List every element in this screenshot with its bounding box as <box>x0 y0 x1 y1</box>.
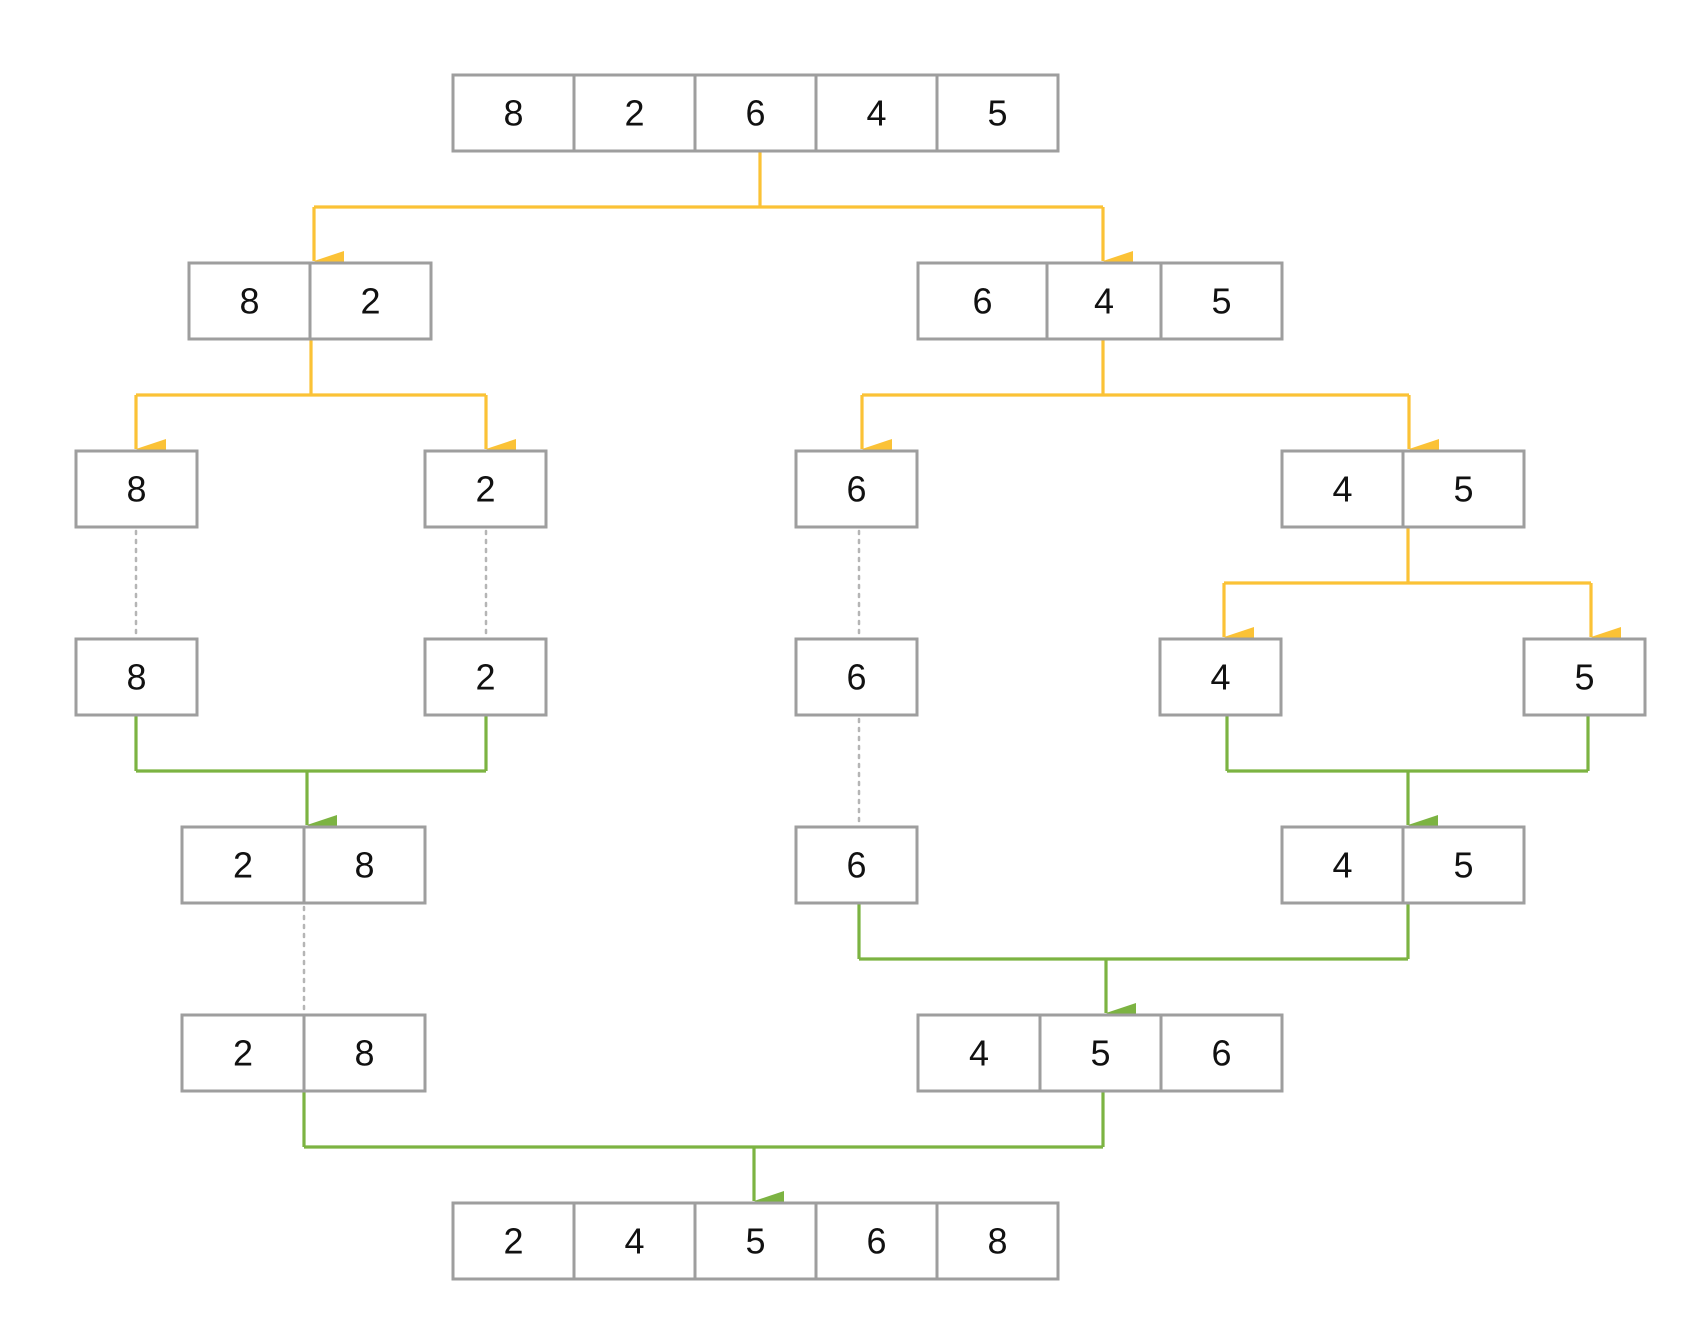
cell-value: 4 <box>969 1033 989 1074</box>
array-lr: 2 <box>423 449 548 529</box>
cell-value: 2 <box>233 1033 253 1074</box>
array-cell <box>1158 637 1283 717</box>
cell-value: 5 <box>1453 845 1473 886</box>
cell-value: 6 <box>846 469 866 510</box>
split-left-trunk <box>136 339 486 397</box>
array-cell <box>1280 449 1405 529</box>
array-root: 8 2 6 4 5 <box>451 73 1060 153</box>
array-cell <box>74 449 199 529</box>
merge-arrows <box>134 715 1590 1211</box>
array-cell <box>1045 261 1163 341</box>
cell-value: 4 <box>624 1221 644 1262</box>
array-rrr: 5 <box>1522 637 1647 717</box>
array-cell <box>423 637 548 717</box>
cell-value: 5 <box>987 93 1007 134</box>
array-ll: 8 <box>74 449 199 529</box>
array-r: 6 4 5 <box>916 261 1284 341</box>
array-ll-single: 8 <box>74 637 199 717</box>
array-cell <box>1159 261 1284 341</box>
cell-value: 5 <box>1211 281 1231 322</box>
array-cell <box>916 1013 1042 1093</box>
array-cell <box>302 1013 427 1093</box>
array-cell <box>693 1201 818 1281</box>
array-cell <box>794 449 919 529</box>
cell-value: 4 <box>1332 845 1352 886</box>
array-r-merged: 4 5 6 <box>916 1013 1284 1093</box>
cell-value: 2 <box>624 93 644 134</box>
cell-value: 5 <box>1090 1033 1110 1074</box>
cell-value: 2 <box>475 657 495 698</box>
array-rrl: 4 <box>1158 637 1283 717</box>
cell-value: 8 <box>126 469 146 510</box>
split-right-right-trunk <box>1224 527 1591 585</box>
cell-value: 2 <box>503 1221 523 1262</box>
array-cell <box>814 1201 939 1281</box>
cell-value: 2 <box>360 281 380 322</box>
cell-value: 8 <box>354 845 374 886</box>
merge-right-right-trunk <box>1225 715 1590 773</box>
array-cell <box>572 1201 697 1281</box>
array-cell <box>451 73 576 153</box>
cell-value: 4 <box>1094 281 1114 322</box>
cell-value: 6 <box>846 657 866 698</box>
cell-value: 5 <box>1453 469 1473 510</box>
cell-value: 6 <box>745 93 765 134</box>
array-cell <box>794 637 919 717</box>
array-result: 2 4 5 6 8 <box>451 1201 1060 1281</box>
array-lr-single: 2 <box>423 637 548 717</box>
array-rl-single: 6 <box>794 637 919 717</box>
array-cell <box>935 1201 1060 1281</box>
cell-value: 5 <box>745 1221 765 1262</box>
cell-value: 6 <box>972 281 992 322</box>
carry-lines <box>134 529 861 1013</box>
array-rl-carry: 6 <box>794 825 919 905</box>
cell-value: 6 <box>1211 1033 1231 1074</box>
array-cell <box>74 637 199 717</box>
array-cell <box>1159 1013 1284 1093</box>
split-arrows <box>134 151 1621 647</box>
array-cell <box>1280 825 1405 905</box>
merge-final-trunk <box>302 1091 1105 1149</box>
cell-value: 8 <box>354 1033 374 1074</box>
merge-right-trunk <box>857 903 1410 961</box>
cell-value: 8 <box>503 93 523 134</box>
array-cell <box>1401 825 1526 905</box>
cell-value: 8 <box>987 1221 1007 1262</box>
array-cell <box>935 73 1060 153</box>
cell-value: 8 <box>126 657 146 698</box>
array-cell <box>423 449 548 529</box>
cell-value: 8 <box>239 281 259 322</box>
array-cell <box>180 825 306 905</box>
array-cell <box>308 261 433 341</box>
cell-value: 2 <box>475 469 495 510</box>
array-cell <box>302 825 427 905</box>
cell-value: 4 <box>866 93 886 134</box>
array-cell <box>794 825 919 905</box>
cell-value: 4 <box>1332 469 1352 510</box>
array-cell <box>1522 637 1647 717</box>
array-cell <box>180 1013 306 1093</box>
merge-left-trunk <box>134 715 488 773</box>
cell-value: 2 <box>233 845 253 886</box>
cell-value: 6 <box>866 1221 886 1262</box>
cell-value: 6 <box>846 845 866 886</box>
split-root-trunk <box>314 151 1103 209</box>
array-cell <box>1401 449 1526 529</box>
split-right-trunk <box>862 339 1409 397</box>
array-cell <box>693 73 818 153</box>
cell-value: 4 <box>1210 657 1230 698</box>
cell-value: 5 <box>1574 657 1594 698</box>
array-rl: 6 <box>794 449 919 529</box>
